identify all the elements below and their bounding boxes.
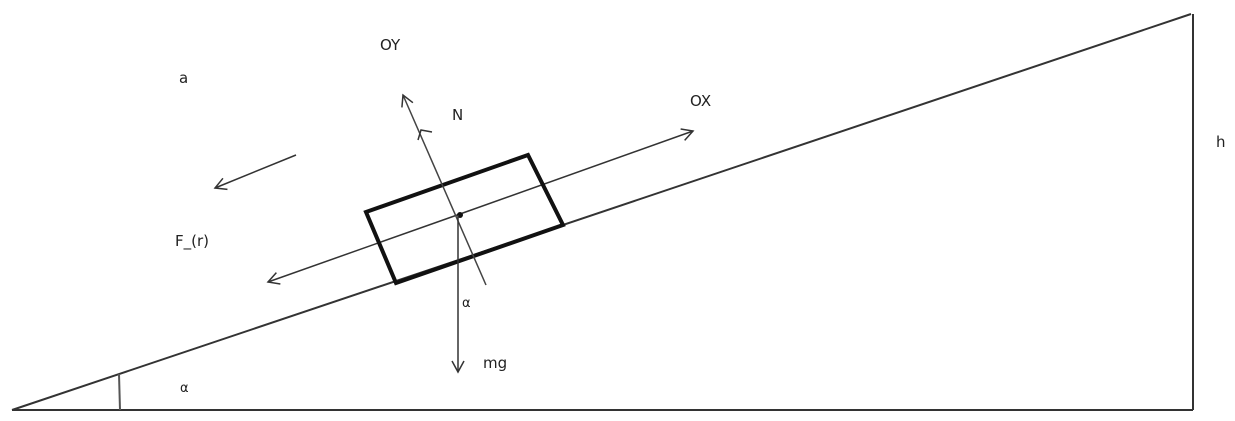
h-label: h xyxy=(1216,133,1226,151)
incline-surface xyxy=(11,13,1192,411)
ox-axis-arrow xyxy=(459,128,695,215)
n-label: N xyxy=(452,106,463,124)
oy-label: OY xyxy=(380,36,401,54)
friction-label: F_(r) xyxy=(175,232,209,251)
alpha-base-label: α xyxy=(180,381,189,396)
alpha-block-label: α xyxy=(462,296,471,311)
mg-label: mg xyxy=(483,354,507,372)
friction-force-arrow xyxy=(266,213,461,285)
ox-label: OX xyxy=(690,92,711,110)
angle-arc xyxy=(118,373,121,411)
block xyxy=(363,152,566,286)
acceleration-label: a xyxy=(179,69,188,87)
acceleration-arrow xyxy=(213,154,297,191)
normal-force-arrow xyxy=(401,93,487,286)
normal-angle-mark xyxy=(417,129,433,141)
